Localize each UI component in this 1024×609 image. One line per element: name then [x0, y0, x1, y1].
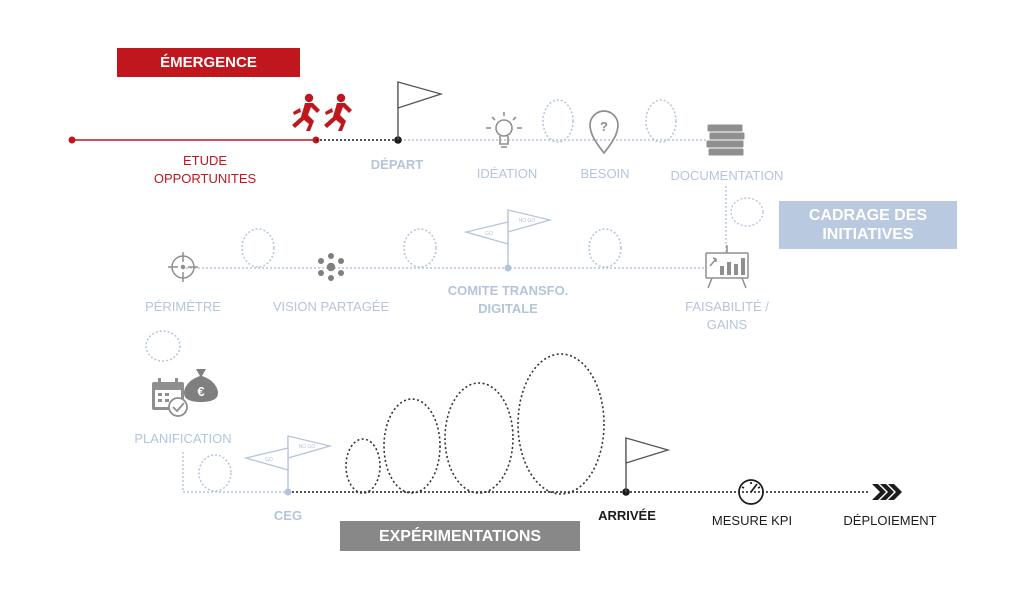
comite-no-go-mark: NO GO	[519, 218, 536, 224]
step-etude-opportunites: ETUDE OPPORTUNITES	[153, 153, 257, 186]
speedometer-icon	[738, 479, 764, 505]
depart-flag-icon	[397, 81, 444, 140]
svg-text:€: €	[197, 384, 204, 399]
comite-go-mark: GO	[485, 231, 493, 237]
step-documentation: DOCUMENTATION	[670, 168, 784, 183]
ceg-no-go-mark: NO GO	[299, 444, 316, 450]
row2-bubbles	[241, 228, 622, 268]
step-mesure-kpi: MESURE KPI	[711, 513, 793, 528]
chart-board-icon	[705, 245, 749, 289]
row1-bubbles	[542, 99, 677, 143]
phase-emergence: ÉMERGENCE	[117, 48, 300, 77]
runners-icon	[292, 93, 352, 131]
connector-right	[725, 186, 764, 254]
question-mark: ?	[600, 119, 608, 134]
target-icon	[168, 252, 198, 282]
step-ideation: IDÉATION	[476, 166, 538, 181]
books-icon	[705, 123, 746, 157]
calendar-icon	[152, 378, 188, 417]
ceg-go-mark: GO	[265, 457, 273, 463]
step-perimetre: PÉRIMÈTRE	[145, 299, 221, 314]
location-question-icon	[589, 110, 619, 155]
connector-left	[145, 330, 232, 492]
step-besoin: BESOIN	[580, 166, 630, 181]
money-bag-icon: €	[184, 369, 218, 402]
lightbulb-icon	[486, 112, 522, 148]
step-faisabilite-gains: FAISABILITÉ / GAINS	[685, 299, 769, 332]
step-comite-transfo-digitale: COMITE TRANSFO. DIGITALE	[447, 283, 569, 316]
phase-cadrage: CADRAGE DES INITIATIVES	[779, 201, 957, 249]
step-depart: DÉPART	[370, 157, 424, 172]
experiment-bubbles	[345, 353, 605, 495]
molecule-icon	[318, 253, 344, 281]
row1-path	[68, 136, 726, 144]
comite-flags-icon	[463, 209, 553, 268]
step-vision-partagee: VISION PARTAGÉE	[272, 299, 390, 314]
chevrons-icon	[872, 484, 902, 500]
step-deploiement: DÉPLOIEMENT	[843, 513, 937, 528]
step-planification: PLANIFICATION	[134, 431, 232, 446]
arrivee-flag-icon	[625, 437, 671, 492]
ceg-flags-icon	[243, 435, 333, 492]
step-ceg: CEG	[273, 508, 303, 523]
step-arrivee: ARRIVÉE	[598, 508, 656, 523]
phase-experimentations: EXPÉRIMENTATIONS	[340, 521, 580, 551]
